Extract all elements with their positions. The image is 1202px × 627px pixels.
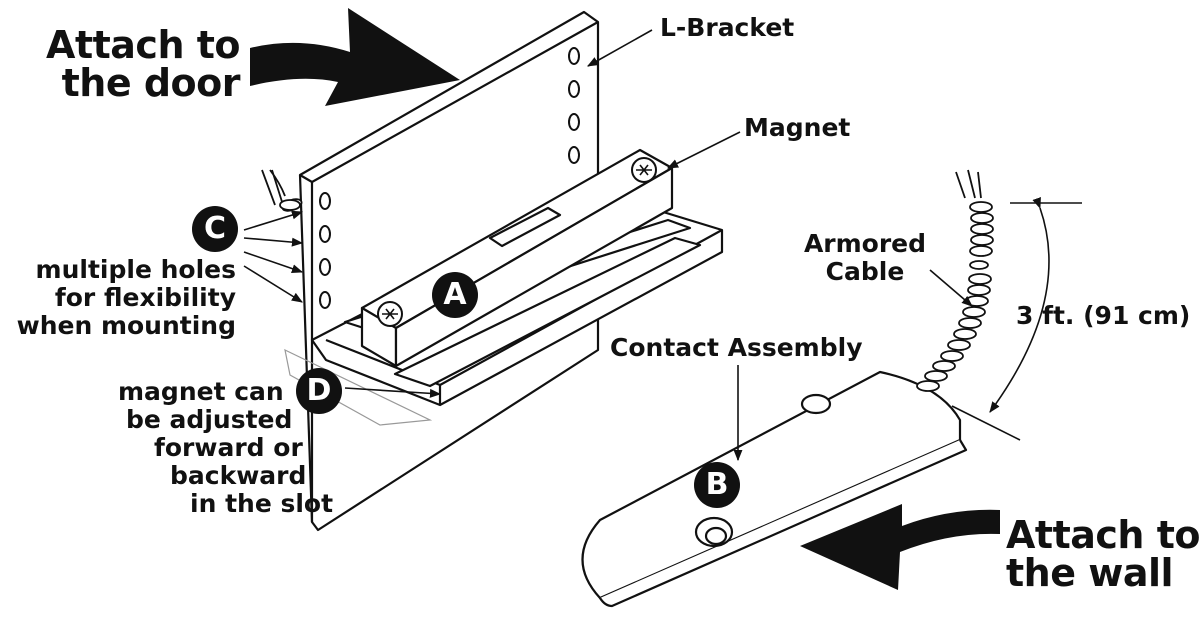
magnet-screws [377, 157, 657, 327]
bracket-shadow [284, 348, 433, 426]
l-bracket-label: L-Bracket [660, 13, 795, 42]
wall-arrow-icon [800, 504, 1000, 590]
slot-note-line-3: forward or [154, 433, 303, 462]
leader-lines [243, 29, 973, 462]
armored-cable-label: Armored Cable [790, 230, 940, 286]
attach-wall-line-1: Attach to [1006, 513, 1200, 557]
badge-a: A [432, 272, 478, 318]
armored-cable-line-1: Armored [803, 229, 927, 258]
attach-door-line-1: Attach to [46, 23, 240, 67]
magnet-label: Magnet [744, 113, 851, 142]
slot-note-line-4: backward [170, 461, 307, 490]
holes-note-line-2: for flexibility [54, 283, 236, 312]
badge-c: C [192, 206, 238, 252]
slot-note-line-5: in the slot [190, 489, 334, 518]
badge-b: B [694, 462, 740, 508]
slot-note-line-2: be adjusted [126, 405, 293, 434]
slot-note-line-1: magnet can [118, 377, 284, 406]
attach-wall-line-2: the wall [1006, 551, 1174, 595]
cable-rings [916, 201, 994, 392]
holes-note-line-1: multiple holes [35, 255, 236, 284]
holes-note-line-3: when mounting [16, 311, 236, 340]
bracket-holes [319, 47, 580, 309]
badge-d: D [296, 368, 342, 414]
holes-note: multiple holes for flexibility when moun… [0, 256, 236, 340]
attach-door-label: Attach to the door [36, 26, 240, 102]
cable-segments [279, 199, 301, 211]
cable-wires [955, 169, 982, 199]
contact-assembly [581, 370, 968, 608]
door-arrow-icon [250, 8, 460, 106]
slot-note: magnet can be adjusted forward or backwa… [118, 378, 333, 518]
attach-wall-label: Attach to the wall [1006, 516, 1200, 592]
length-dimension [951, 197, 1082, 441]
contact-assembly-label: Contact Assembly [610, 333, 863, 362]
armored-cable-line-2: Cable [825, 257, 905, 286]
attach-door-line-2: the door [61, 61, 241, 105]
length-label: 3 ft. (91 cm) [1016, 301, 1191, 330]
